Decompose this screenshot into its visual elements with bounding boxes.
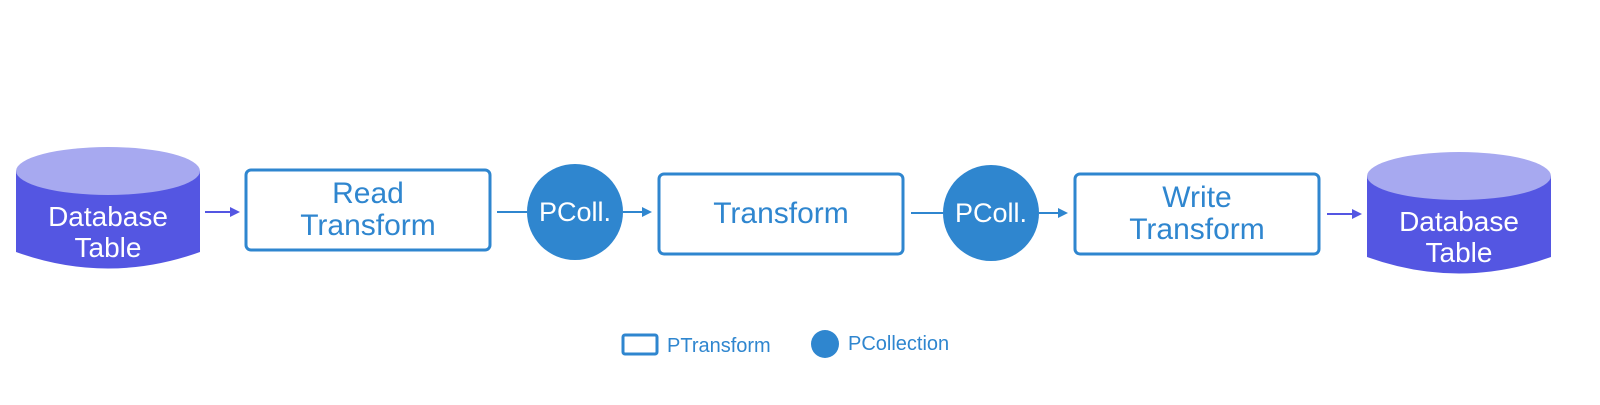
write-transform-label-line2: Transform — [1129, 213, 1265, 246]
sink-database-icon — [1367, 152, 1551, 274]
read-transform-label-line2: Transform — [300, 209, 436, 242]
write-transform-label-line1: Write — [1162, 181, 1232, 214]
read-transform-label: Read Transform — [246, 170, 490, 250]
transform-box — [657, 172, 905, 256]
sink-database-label: Database Table — [1367, 206, 1551, 268]
legend-pcollection-label: PCollection — [848, 333, 950, 355]
source-database-label-line1: Database — [48, 201, 168, 232]
pcollection-2-circle — [943, 165, 1039, 261]
sink-database-label-line1: Database — [1399, 206, 1519, 237]
sink-database-label-line2: Table — [1425, 237, 1493, 268]
pcollection-2-label: PColl. — [954, 197, 1028, 228]
pcollection-1-label: PColl. — [538, 196, 612, 227]
read-transform-box — [244, 168, 492, 252]
source-database-label: Database Table — [16, 201, 200, 263]
transform-label: Transform — [713, 197, 849, 230]
source-database-label-line2: Table — [74, 232, 142, 263]
write-transform-box — [1073, 172, 1321, 256]
pcollection-1-circle — [527, 164, 623, 260]
legend-pcollection-swatch — [811, 330, 839, 358]
write-transform-label: Write Transform — [1075, 174, 1319, 254]
legend-ptransform-swatch — [621, 333, 659, 356]
source-database-icon — [16, 147, 200, 269]
read-transform-label-line1: Read — [332, 177, 404, 210]
legend-ptransform-label: PTransform — [667, 335, 771, 357]
